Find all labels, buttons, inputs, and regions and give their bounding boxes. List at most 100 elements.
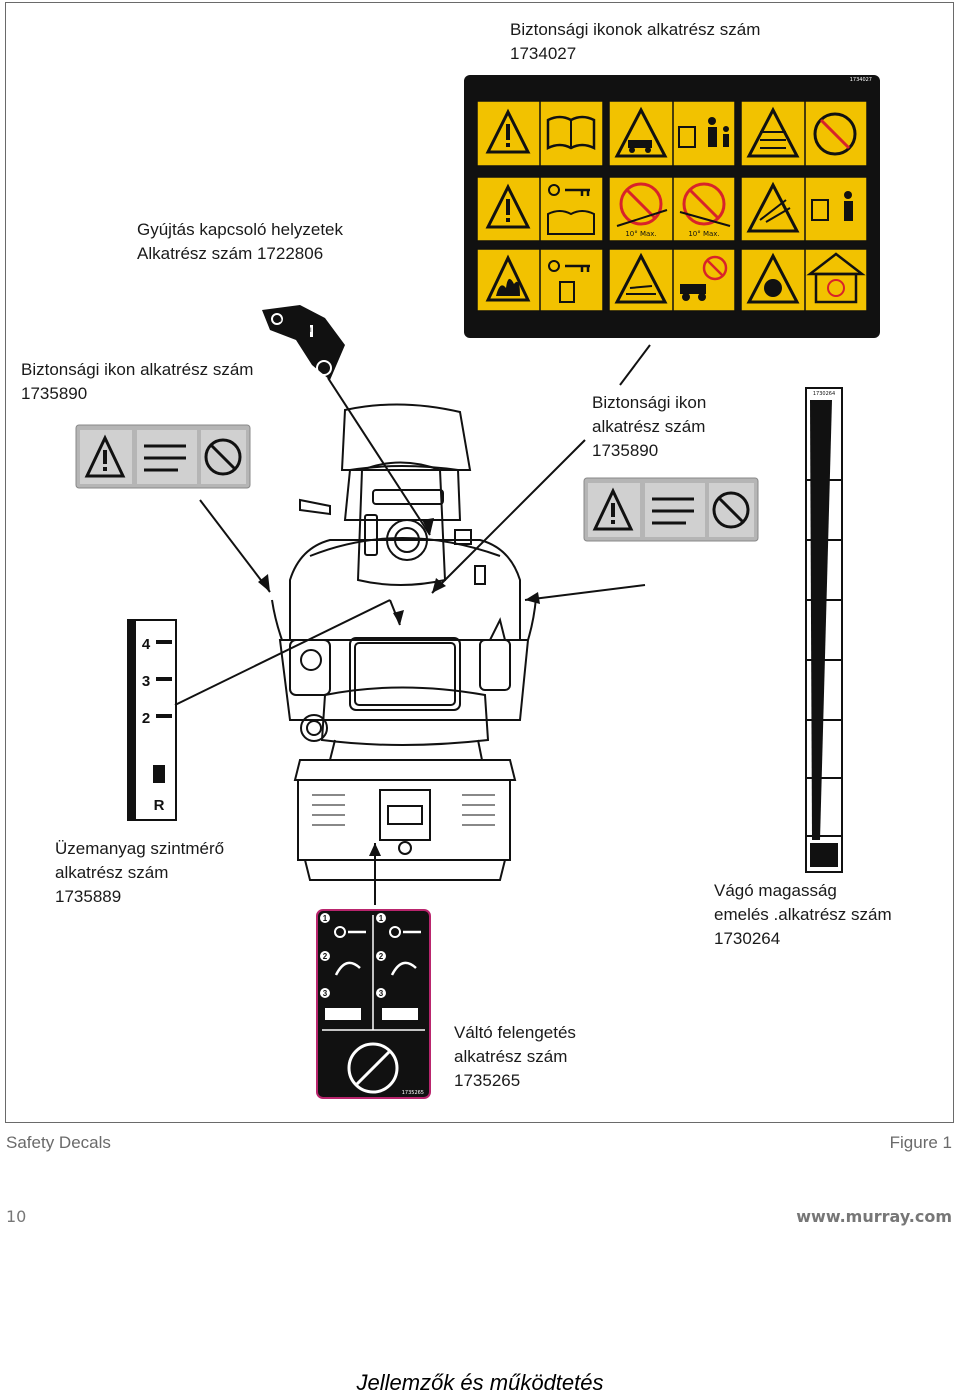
explosion-hazard-icon [746, 252, 800, 304]
label-safety-icons-1734027: Biztonsági ikonok alkatrész szám 1734027 [510, 18, 760, 66]
shift-step-1-left: 1 [323, 914, 328, 923]
label-line: Alkatrész szám 1722806 [137, 244, 324, 263]
callout-arrows [174, 344, 651, 905]
key-icon [565, 188, 590, 196]
seat-icon [334, 961, 361, 976]
warning-triangle-icon [485, 108, 531, 154]
label-line: Biztonsági ikon [592, 393, 707, 412]
label-height-1730264: Vágó magasság emelés .alkatrész szám 173… [714, 879, 892, 951]
key-icon [565, 264, 590, 272]
label-line: Váltó felengetés [454, 1023, 576, 1042]
door-icon [678, 126, 696, 148]
shift-step-2-left: 2 [323, 952, 328, 961]
arrow-heads [258, 518, 540, 856]
shift-decal-code: 1735265 [402, 1090, 424, 1096]
fuel-mark-4: 4 [142, 636, 151, 653]
label-line: 1735265 [454, 1071, 521, 1090]
safety-decal-left [75, 424, 251, 489]
tractor-icon [382, 1008, 418, 1020]
tractor-icon [325, 1008, 361, 1020]
shift-step-1-right: 1 [379, 914, 384, 923]
tractor-icon [680, 284, 706, 294]
label-line: Biztonsági ikonok alkatrész szám [510, 20, 761, 39]
fuel-mark-2: 2 [142, 710, 150, 727]
burn-hazard-icon [614, 252, 668, 304]
fuel-gauge-decal: 4 3 2 R [127, 619, 177, 821]
hand-prohibited-icon [712, 491, 750, 529]
key-off-icon [548, 184, 560, 196]
shift-drive-decal: 1 1 2 2 3 3 1735265 [316, 909, 431, 1099]
key-off-icon [334, 926, 346, 938]
manual-book-icon [546, 115, 596, 151]
ignition-switch-decal: O I [262, 305, 345, 380]
height-strip-code: 1730264 [813, 391, 835, 397]
key-off-icon [389, 926, 401, 938]
blade-hazard-icon [652, 497, 694, 525]
warning-triangle-icon [485, 183, 531, 229]
manual-book-icon [547, 210, 595, 235]
website-url[interactable]: www.murray.com [796, 1207, 952, 1226]
label-safety-left-1735890: Biztonsági ikon alkatrész szám 1735890 [21, 358, 253, 406]
warning-triangle-icon [592, 487, 634, 531]
shift-step-2-right: 2 [379, 952, 384, 961]
label-line: Üzemanyag szintmérő [55, 839, 225, 858]
label-line: 1730264 [714, 929, 781, 948]
icon-row-1 [476, 100, 868, 167]
fuel-mark-3: 3 [142, 673, 150, 690]
slope-prohibited-icon [619, 182, 663, 226]
label-shift-1735265: Váltó felengetés alkatrész szám 1735265 [454, 1021, 576, 1093]
label-line: 1734027 [510, 44, 577, 63]
no-towing-icon [347, 1042, 399, 1094]
icons-sheet-code: 1734027 [850, 77, 872, 83]
label-line: Biztonsági ikon alkatrész szám [21, 360, 254, 379]
slope-prohibited-icon [682, 182, 726, 226]
label-ignition-1722806: Gyújtás kapcsoló helyzetek Alkatrész szá… [137, 218, 343, 266]
bystander-icon [708, 127, 717, 147]
safety-icons-sheet: 1734027 [464, 75, 880, 338]
label-line: Vágó magasság [714, 881, 837, 900]
label-line: 1735890 [592, 441, 659, 460]
no-children-icon [702, 255, 728, 281]
seat-icon [390, 961, 417, 976]
mower-line-drawing [271, 403, 537, 881]
figure-frame [5, 2, 954, 1123]
ignition-off-mark: O [277, 318, 282, 324]
page-number: 10 [6, 1207, 27, 1226]
warning-triangle-icon [84, 434, 126, 478]
label-line: alkatrész szám [55, 863, 169, 882]
shift-step-3-left: 3 [323, 989, 328, 998]
section-title: Jellemzők és működtetés [356, 1370, 604, 1395]
ignition-start-icon [316, 360, 332, 376]
label-line: 1735889 [55, 887, 122, 906]
mower-hazard-icon [614, 106, 668, 158]
label-line: emelés .alkatrész szám [714, 905, 892, 924]
shift-step-3-right: 3 [379, 989, 384, 998]
slope-limit-label-1: 10° Max. [625, 230, 656, 238]
label-line: 1735890 [21, 384, 88, 403]
label-fuel-1735889: Üzemanyag szintmérő alkatrész szám 17358… [55, 837, 224, 909]
fuel-mark-reserve: R [154, 797, 165, 814]
slope-limit-label-2: 10° Max. [688, 230, 719, 238]
fuel-pump-icon [559, 281, 575, 303]
safety-decal-right [583, 477, 759, 542]
fire-hazard-icon [485, 254, 531, 302]
thrown-object-icon [746, 181, 800, 233]
hand-prohibited-icon [813, 112, 857, 156]
fuel-pump-icon [153, 765, 165, 783]
figure-caption-left: Safety Decals [6, 1133, 111, 1152]
label-safety-right-1735890: Biztonsági ikon alkatrész szám 1735890 [592, 391, 706, 463]
figure-caption-right: Figure 1 [889, 1133, 952, 1152]
icon-row-3 [476, 248, 868, 312]
key-off-icon [548, 260, 560, 272]
blade-hazard-icon [144, 444, 186, 472]
door-icon [811, 199, 829, 221]
label-line: alkatrész szám [592, 417, 706, 436]
cutting-height-strip: 1730264 [805, 387, 843, 873]
label-line: Gyújtás kapcsoló helyzetek [137, 220, 343, 239]
ignition-on-mark: I [310, 328, 312, 334]
hand-prohibited-icon [204, 438, 242, 476]
icon-row-2: 10° Max. 10° Max. [476, 176, 868, 242]
label-line: alkatrész szám [454, 1047, 568, 1066]
bystander-icon [844, 201, 853, 221]
